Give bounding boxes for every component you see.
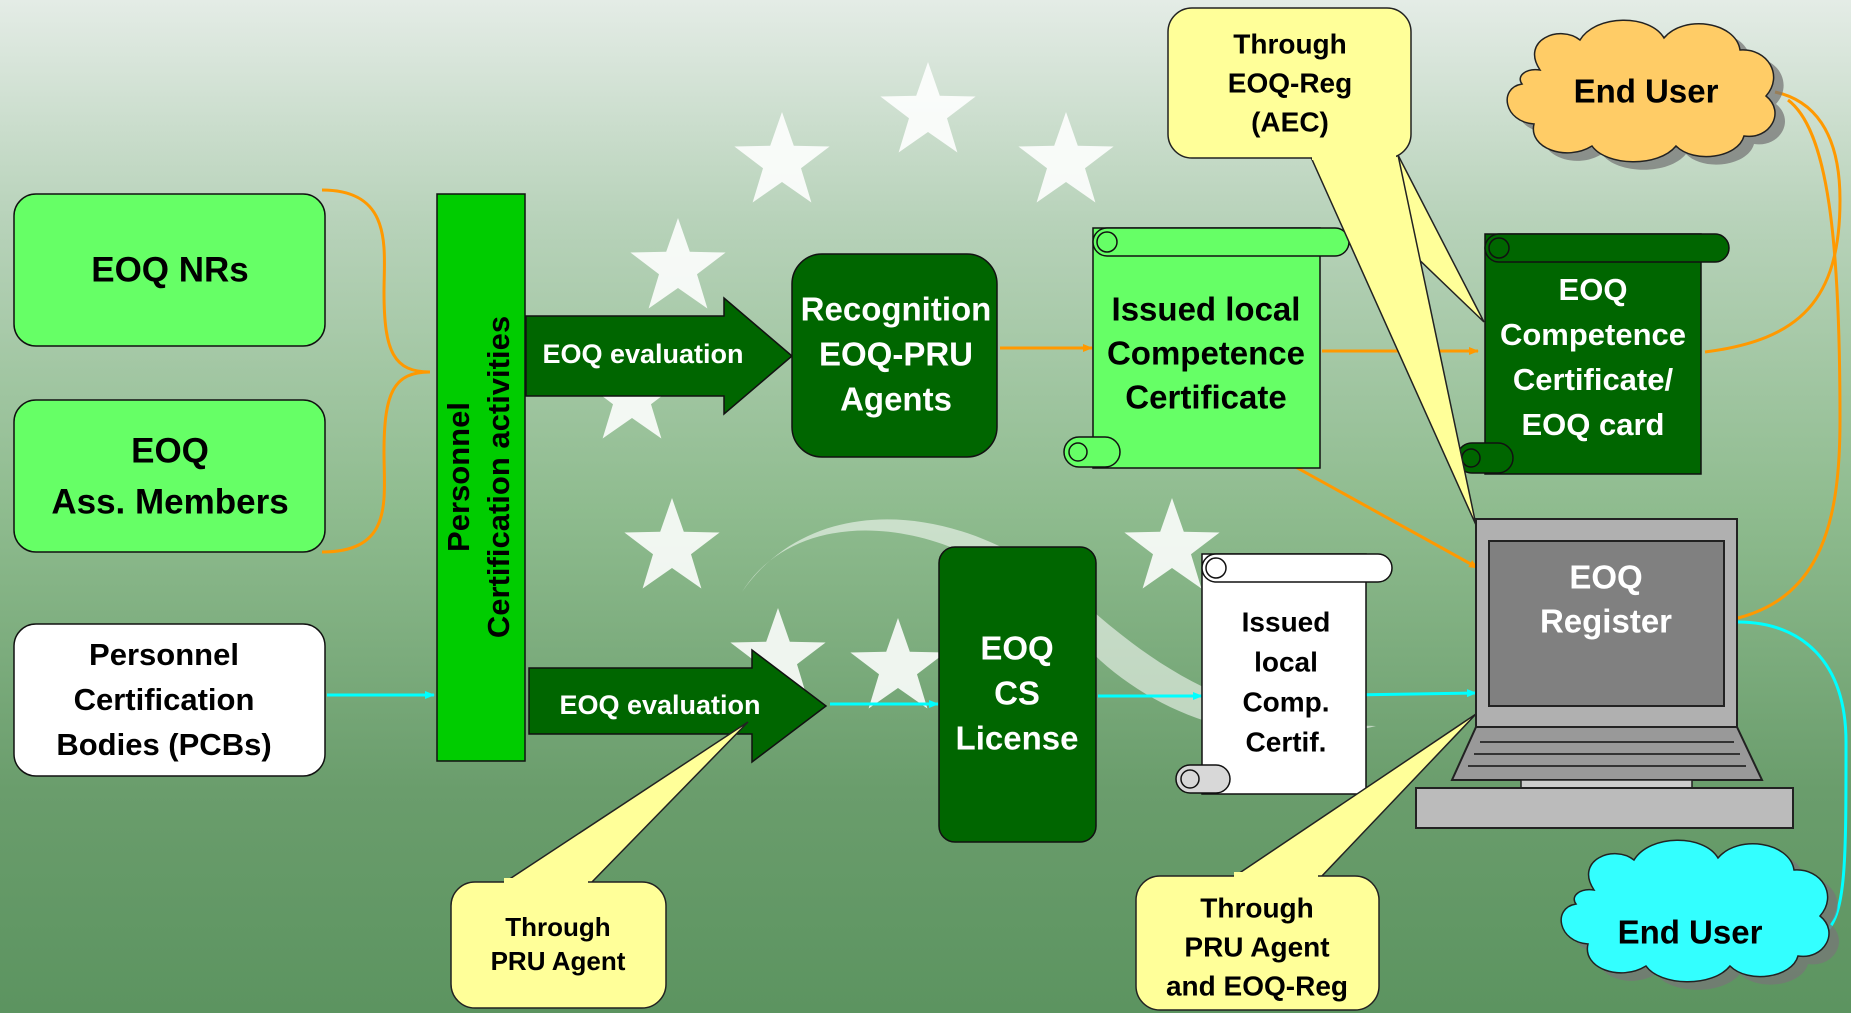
eoq-cs-license-label: CS (994, 675, 1040, 712)
callout-label: and EOQ-Reg (1166, 970, 1348, 1001)
pcb-label: Bodies (PCBs) (56, 727, 271, 762)
star-icon (734, 112, 830, 203)
eoq-evaluation-arrow-bottom: EOQ evaluation (528, 648, 828, 764)
eoq-ass-members-label: Ass. Members (51, 482, 288, 521)
callout-label: PRU Agent (1184, 931, 1329, 962)
eoq-register-laptop: EOQ Register (1415, 518, 1794, 829)
eoq-evaluation-label: EOQ evaluation (559, 690, 760, 720)
eoq-competence-certificate-label: EOQ (1559, 272, 1628, 307)
eoq-ass-members-box: EOQ Ass. Members (13, 399, 326, 553)
register-to-end-user-bottom-connector (1737, 620, 1848, 934)
issued-local-comp-certif-label: Issued (1242, 606, 1331, 637)
eoq-nrs-box: EOQ NRs (13, 193, 326, 347)
issued-local-comp-certif-label: local (1254, 646, 1318, 677)
eoq-competence-certificate-label: Certificate/ (1513, 362, 1674, 397)
certification-activities-bar: Personnel Certification activities (436, 193, 526, 762)
eoq-register-label: EOQ (1569, 559, 1642, 596)
callout-label: (AEC) (1251, 106, 1329, 137)
callout-label: Through (1200, 892, 1314, 923)
orange-brace (321, 188, 431, 554)
pcb-label: Personnel (89, 637, 239, 672)
pcb-box: Personnel Certification Bodies (PCBs) (13, 623, 326, 777)
eoq-evaluation-arrow-top: EOQ evaluation (525, 296, 794, 416)
callout-through-eoq-reg-aec: Through EOQ-Reg (AEC) (1167, 7, 1485, 526)
issued-local-comp-certif-label: Comp. (1242, 686, 1329, 717)
star-icon (630, 218, 726, 309)
eoq-competence-certificate-label: EOQ card (1522, 407, 1665, 442)
star-icon (624, 498, 720, 589)
eoq-competence-certificate-scroll: EOQ Competence Certificate/ EOQ card (1456, 233, 1730, 475)
eoq-ass-members-label: EOQ (131, 431, 209, 470)
eoq-register-label: Register (1540, 603, 1672, 640)
eoq-evaluation-label: EOQ evaluation (542, 339, 743, 369)
issued-to-register-connector (1291, 463, 1479, 570)
callout-through-pru-agent-and-eoq-reg: Through PRU Agent and EOQ-Reg (1135, 713, 1477, 1011)
callout-label: PRU Agent (491, 946, 626, 976)
recognition-label: EOQ-PRU (819, 336, 973, 373)
recognition-box: Recognition EOQ-PRU Agents (791, 253, 998, 458)
recognition-label: Agents (840, 381, 952, 418)
end-user-cloud-bottom: End User (1560, 839, 1839, 990)
star-icon (880, 62, 976, 153)
eoq-competence-certificate-label: Competence (1500, 317, 1686, 352)
callout-label: EOQ-Reg (1228, 67, 1352, 98)
eoq-nrs-label: EOQ NRs (91, 250, 249, 289)
star-icon (850, 618, 946, 709)
eoq-cert-to-end-user-connector (1704, 90, 1842, 354)
certification-activities-label: Certification activities (481, 316, 516, 638)
eoq-cs-license-box: EOQ CS License (938, 546, 1097, 843)
end-user-label: End User (1618, 914, 1763, 951)
register-to-end-user-connector (1737, 98, 1842, 620)
issued-local-comp-certif-scroll: Issued local Comp. Certif. (1175, 553, 1393, 795)
callout-label: Through (1233, 28, 1347, 59)
issued-local-comp-certif-label: Certif. (1246, 726, 1327, 757)
eoq-cs-license-label: License (956, 720, 1079, 757)
issued-local-certificate-label: Certificate (1125, 379, 1286, 416)
issued-local-certificate-scroll: Issued local Competence Certificate (1063, 227, 1350, 469)
recognition-label: Recognition (801, 291, 992, 328)
comp-cert-to-register-connector (1349, 689, 1477, 698)
callout-through-pru-agent: Through PRU Agent (450, 721, 749, 1009)
end-user-label: End User (1574, 73, 1719, 110)
callout-label: Through (505, 912, 610, 942)
eoq-cs-license-label: EOQ (980, 630, 1053, 667)
certification-activities-label: Personnel (441, 402, 476, 552)
star-icon (1018, 112, 1114, 203)
issued-local-certificate-label: Competence (1107, 335, 1305, 372)
pcb-label: Certification (74, 682, 255, 717)
issued-local-certificate-label: Issued local (1112, 291, 1301, 328)
end-user-cloud-top: End User (1506, 19, 1785, 170)
